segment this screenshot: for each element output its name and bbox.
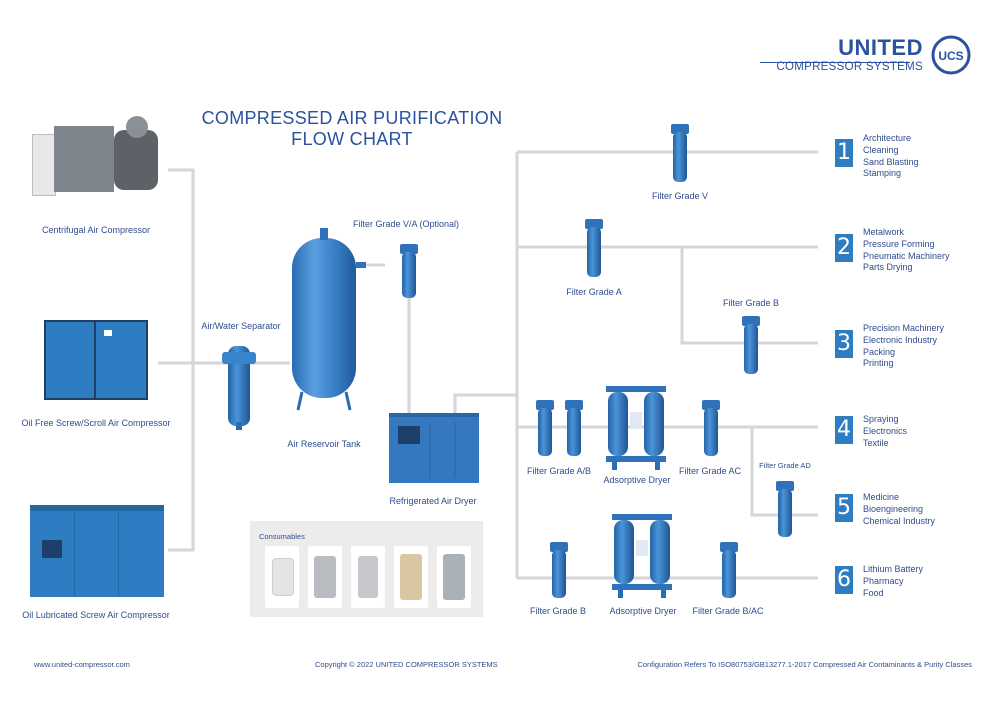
app-item: Sand Blasting: [863, 156, 919, 167]
app-number-1: 1: [835, 139, 853, 167]
brand: UNITED COMPRESSOR SYSTEMS: [760, 36, 923, 74]
air-reservoir-tank: [292, 228, 366, 411]
app-item: Food: [863, 587, 884, 598]
label-filter-v: Filter Grade V: [651, 191, 709, 201]
label-reservoir: Air Reservoir Tank: [287, 439, 361, 449]
label-filter-b-upper: Filter Grade B: [722, 298, 780, 308]
consumables-label: Consumables: [259, 532, 305, 541]
label-adsorptive-dryer-1: Adsorptive Dryer: [603, 475, 671, 485]
label-oil-lubricated: Oil Lubricated Screw Air Compressor: [22, 610, 170, 620]
label-refrigerated-dryer: Refrigerated Air Dryer: [389, 496, 477, 506]
brand-subtitle: COMPRESSOR SYSTEMS: [776, 61, 923, 73]
app-number-4: 4: [835, 416, 853, 444]
app-list-3: Precision Machinery Electronic Industry …: [863, 323, 944, 370]
app-item: Medicine: [863, 492, 900, 502]
label-filter-b-lower: Filter Grade B: [529, 606, 587, 616]
footer-copyright: Copyright © 2022 UNITED COMPRESSOR SYSTE…: [315, 660, 498, 669]
app-item: Pneumatic Machinery: [863, 250, 950, 261]
app-list-6: Lithium Battery Pharmacy Food: [863, 564, 923, 599]
app-item: Textile: [863, 437, 889, 448]
brand-logo-text: UCS: [938, 49, 963, 63]
app-item: Precision Machinery: [863, 323, 945, 333]
filter-a: [585, 219, 603, 277]
consumable-air-filter: [394, 546, 428, 608]
app-item: Chemical Industry: [863, 515, 936, 526]
app-number-2: 2: [835, 234, 853, 262]
consumable-panel-filter: [437, 546, 471, 608]
app-item: Lithium Battery: [863, 564, 924, 574]
consumable-oil-filter: [265, 546, 299, 608]
consumable-separator: [308, 546, 342, 608]
adsorptive-dryer-1: [606, 386, 666, 470]
app-item: Spraying: [863, 414, 899, 424]
filter-v: [671, 124, 689, 182]
brand-name: UNITED: [838, 35, 923, 60]
filter-va: [400, 244, 418, 298]
app-item: Pharmacy: [863, 575, 904, 586]
footer-note: Configuration Refers To ISO80753/GB13277…: [637, 660, 972, 669]
app-item: Architecture: [863, 133, 912, 143]
oil-lubricated-compressor-image: [30, 505, 164, 597]
centrifugal-compressor-image: [30, 112, 170, 204]
app-item: Packing: [863, 346, 896, 357]
pipes: [158, 150, 818, 580]
label-filter-ad: Filter Grade AD: [759, 461, 811, 470]
app-list-5: Medicine Bioengineering Chemical Industr…: [863, 492, 935, 527]
label-filter-ac: Filter Grade AC: [678, 466, 742, 476]
filter-ad: [776, 481, 794, 537]
refrigerated-dryer: [389, 413, 479, 483]
app-item: Cleaning: [863, 144, 899, 155]
filter-bac: [720, 542, 738, 598]
label-adsorptive-dryer-2: Adsorptive Dryer: [609, 606, 677, 616]
app-item: Bioengineering: [863, 503, 924, 514]
label-separator: Air/Water Separator: [201, 321, 281, 331]
label-filter-bac: Filter Grade B/AC: [692, 606, 764, 616]
app-list-1: Architecture Cleaning Sand Blasting Stam…: [863, 133, 919, 180]
adsorptive-dryer-2: [612, 514, 672, 598]
brand-rule: [760, 62, 910, 63]
oil-free-compressor-image: [44, 320, 148, 400]
label-filter-a: Filter Grade A: [566, 287, 622, 297]
filters: [400, 124, 794, 598]
label-centrifugal: Centrifugal Air Compressor: [41, 225, 151, 235]
filter-b-lower: [550, 542, 568, 598]
app-item: Metalwork: [863, 227, 905, 237]
app-number-6: 6: [835, 566, 853, 594]
consumable-element: [351, 546, 385, 608]
app-item: Parts Drying: [863, 262, 913, 273]
app-item: Printing: [863, 358, 894, 369]
chart-title: COMPRESSED AIR PURIFICATION FLOW CHART: [202, 108, 503, 150]
filter-ab-1: [536, 400, 554, 456]
label-oil-free: Oil Free Screw/Scroll Air Compressor: [21, 418, 171, 428]
filter-ac: [702, 400, 720, 456]
filter-b-upper: [742, 316, 760, 374]
app-list-2: Metalwork Pressure Forming Pneumatic Mac…: [863, 227, 950, 274]
app-number-5: 5: [835, 494, 853, 522]
app-item: Stamping: [863, 168, 902, 179]
brand-logo: UCS: [931, 35, 971, 75]
app-item: Electronics: [863, 425, 908, 436]
app-item: Electronic Industry: [863, 334, 938, 345]
filter-ab-2: [565, 400, 583, 456]
consumables-panel: Consumables: [250, 521, 483, 617]
footer-website[interactable]: www.united-compressor.com: [34, 660, 130, 669]
label-filter-va: Filter Grade V/A (Optional): [352, 219, 460, 229]
label-filter-ab: Filter Grade A/B: [526, 466, 592, 476]
app-item: Pressure Forming: [863, 238, 935, 249]
air-water-separator: [222, 346, 256, 430]
title-line-2: FLOW CHART: [291, 129, 413, 149]
title-line-1: COMPRESSED AIR PURIFICATION: [201, 108, 503, 128]
app-number-3: 3: [835, 330, 853, 358]
app-list-4: Spraying Electronics Textile: [863, 414, 907, 449]
